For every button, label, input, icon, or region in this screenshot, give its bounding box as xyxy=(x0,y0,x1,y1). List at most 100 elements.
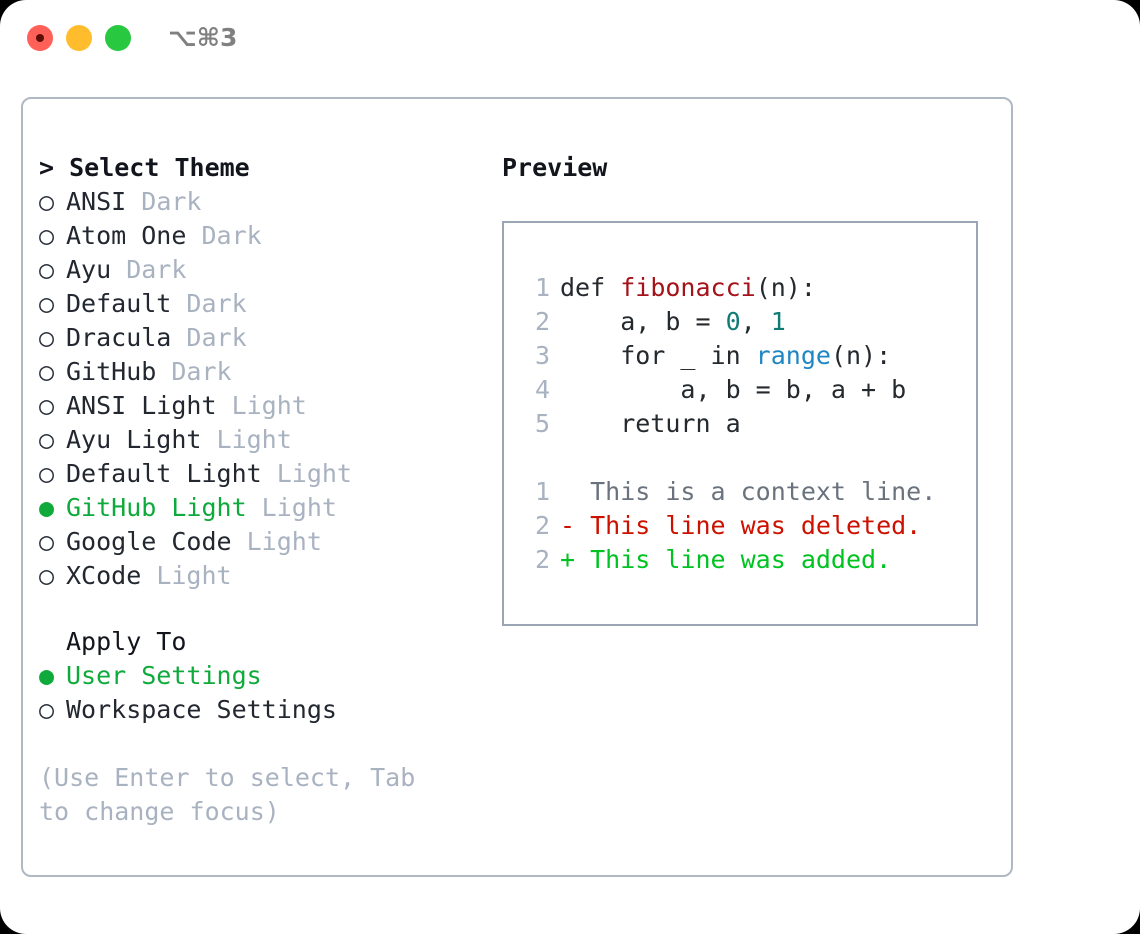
theme-option-variant: Dark xyxy=(111,255,187,284)
theme-option-name: XCode xyxy=(66,561,142,590)
zoom-window-button[interactable] xyxy=(105,25,131,51)
diff-line: 2 - This line was deleted. xyxy=(522,509,936,543)
code-line: 5 return a xyxy=(522,407,936,441)
code-token: , xyxy=(740,307,771,336)
theme-option[interactable]: ○ Google Code Light xyxy=(39,525,469,559)
code-line-number: 4 xyxy=(534,375,550,404)
code-token: range xyxy=(755,341,831,370)
apply-to-heading: Apply To xyxy=(66,627,187,656)
code-token: a, b = b, a + b xyxy=(560,375,907,404)
apply-to-list[interactable]: ●User Settings○ Workspace Settings xyxy=(39,659,469,727)
code-line-text: a, b = b, a + b xyxy=(560,373,906,407)
diff-line-number: 2 xyxy=(534,511,550,540)
theme-option-variant: Light xyxy=(231,527,322,556)
code-line: 4 a, b = b, a + b xyxy=(522,373,936,407)
diff-line: 2 + This line was added. xyxy=(522,543,936,577)
code-line-number: 3 xyxy=(534,341,550,370)
theme-option[interactable]: ○Atom One Dark xyxy=(39,219,469,253)
code-line-text: return a xyxy=(560,407,741,441)
theme-option[interactable]: ● GitHub Light Light xyxy=(39,491,469,525)
radio-unselected-icon: ○ xyxy=(39,391,55,420)
theme-option[interactable]: ○ Ayu Dark xyxy=(39,253,469,287)
code-token: fibonacci xyxy=(620,273,756,302)
keyboard-shortcut-label: ⌥⌘3 xyxy=(168,23,238,52)
radio-unselected-icon: ○ xyxy=(39,357,55,386)
code-line: 3 for _ in range(n): xyxy=(522,339,936,373)
apply-to-option-name: User Settings xyxy=(66,661,262,690)
code-line: 1 def fibonacci(n): xyxy=(522,271,936,305)
theme-option-variant: Dark xyxy=(156,357,232,386)
radio-unselected-icon: ○ xyxy=(39,695,55,724)
theme-option[interactable]: ○ Default Dark xyxy=(39,287,469,321)
radio-unselected-icon: ○ xyxy=(39,323,55,352)
radio-unselected-icon: ○ xyxy=(39,255,55,284)
apply-to-option[interactable]: ○ Workspace Settings xyxy=(39,693,469,727)
code-token: def xyxy=(560,273,621,302)
diff-line-text: This is a context line. xyxy=(560,477,937,506)
theme-option-name: Dracula xyxy=(66,323,172,352)
diff-line-text: + This line was added. xyxy=(560,545,892,574)
theme-option[interactable]: ○ Default Light Light xyxy=(39,457,469,491)
theme-option-name: Google Code xyxy=(66,527,232,556)
theme-list[interactable]: ○ANSI Dark○Atom One Dark○Ayu Dark○Defaul… xyxy=(39,185,469,593)
code-line-text: for _ in range(n): xyxy=(560,339,891,373)
theme-option-name: Default xyxy=(66,289,172,318)
theme-option-variant: Dark xyxy=(171,289,247,318)
theme-option-variant: Light xyxy=(216,391,307,420)
code-line-number: 1 xyxy=(534,273,550,302)
theme-option-name: GitHub xyxy=(66,357,157,386)
theme-option-name: GitHub Light xyxy=(66,493,247,522)
code-token: (n): xyxy=(755,273,816,302)
theme-option-name: Default Light xyxy=(66,459,262,488)
theme-option-variant: Light xyxy=(261,459,352,488)
radio-unselected-icon: ○ xyxy=(39,459,55,488)
apply-to-option-name: Workspace Settings xyxy=(66,695,337,724)
radio-unselected-icon: ○ xyxy=(39,187,55,216)
theme-option-variant: Dark xyxy=(186,221,262,250)
radio-unselected-icon: ○ xyxy=(39,425,55,454)
theme-option-variant: Dark xyxy=(171,323,247,352)
close-window-button[interactable] xyxy=(27,25,53,51)
apply-to-option[interactable]: ●User Settings xyxy=(39,659,469,693)
code-line-text: a, b = 0, 1 xyxy=(560,305,786,339)
theme-option[interactable]: ○ XCode Light xyxy=(39,559,469,593)
code-line-number: 5 xyxy=(534,409,550,438)
theme-option-name: Ayu xyxy=(66,255,112,284)
select-theme-heading: > Select Theme xyxy=(39,153,250,182)
theme-option-variant: Light xyxy=(141,561,232,590)
code-token: a, b = xyxy=(560,307,726,336)
theme-option-name: ANSI xyxy=(66,187,127,216)
window-titlebar: ⌥⌘3 xyxy=(0,0,1140,78)
radio-unselected-icon: ○ xyxy=(39,527,55,556)
preview-heading: Preview xyxy=(502,153,608,182)
diff-line: 1 This is a context line. xyxy=(522,475,936,509)
radio-unselected-icon: ○ xyxy=(39,289,55,318)
radio-unselected-icon: ○ xyxy=(39,561,55,590)
theme-option[interactable]: ○Ayu Light Light xyxy=(39,423,469,457)
diff-block: 1 This is a context line.2- This line wa… xyxy=(522,475,936,577)
code-line-number: 2 xyxy=(534,307,550,336)
minimize-window-button[interactable] xyxy=(66,25,92,51)
diff-line-text: - This line was deleted. xyxy=(560,511,922,540)
theme-option[interactable]: ○ Dracula Dark xyxy=(39,321,469,355)
keyboard-hint-text: (Use Enter to select, Tab to change focu… xyxy=(39,763,416,826)
theme-option-variant: Dark xyxy=(126,187,202,216)
code-token: return a xyxy=(560,409,741,438)
theme-option-variant: Light xyxy=(246,493,337,522)
radio-unselected-icon: ○ xyxy=(39,221,55,250)
code-line-text: def fibonacci(n): xyxy=(560,271,816,305)
theme-option[interactable]: ○ ANSI Dark xyxy=(39,185,469,219)
code-token: (n): xyxy=(830,341,892,370)
code-line: 2 a, b = 0, 1 xyxy=(522,305,936,339)
code-token: 0 xyxy=(725,307,741,336)
diff-line-number: 2 xyxy=(534,545,550,574)
theme-option[interactable]: ○ANSI Light Light xyxy=(39,389,469,423)
radio-selected-icon: ● xyxy=(39,493,55,522)
main-panel: > Select Theme ○ANSI Dark○Atom One Dark○… xyxy=(21,97,1013,877)
theme-option-variant: Light xyxy=(201,425,292,454)
theme-picker-column: > Select Theme ○ANSI Dark○Atom One Dark○… xyxy=(39,151,469,829)
theme-option[interactable]: ○ GitHub Dark xyxy=(39,355,469,389)
